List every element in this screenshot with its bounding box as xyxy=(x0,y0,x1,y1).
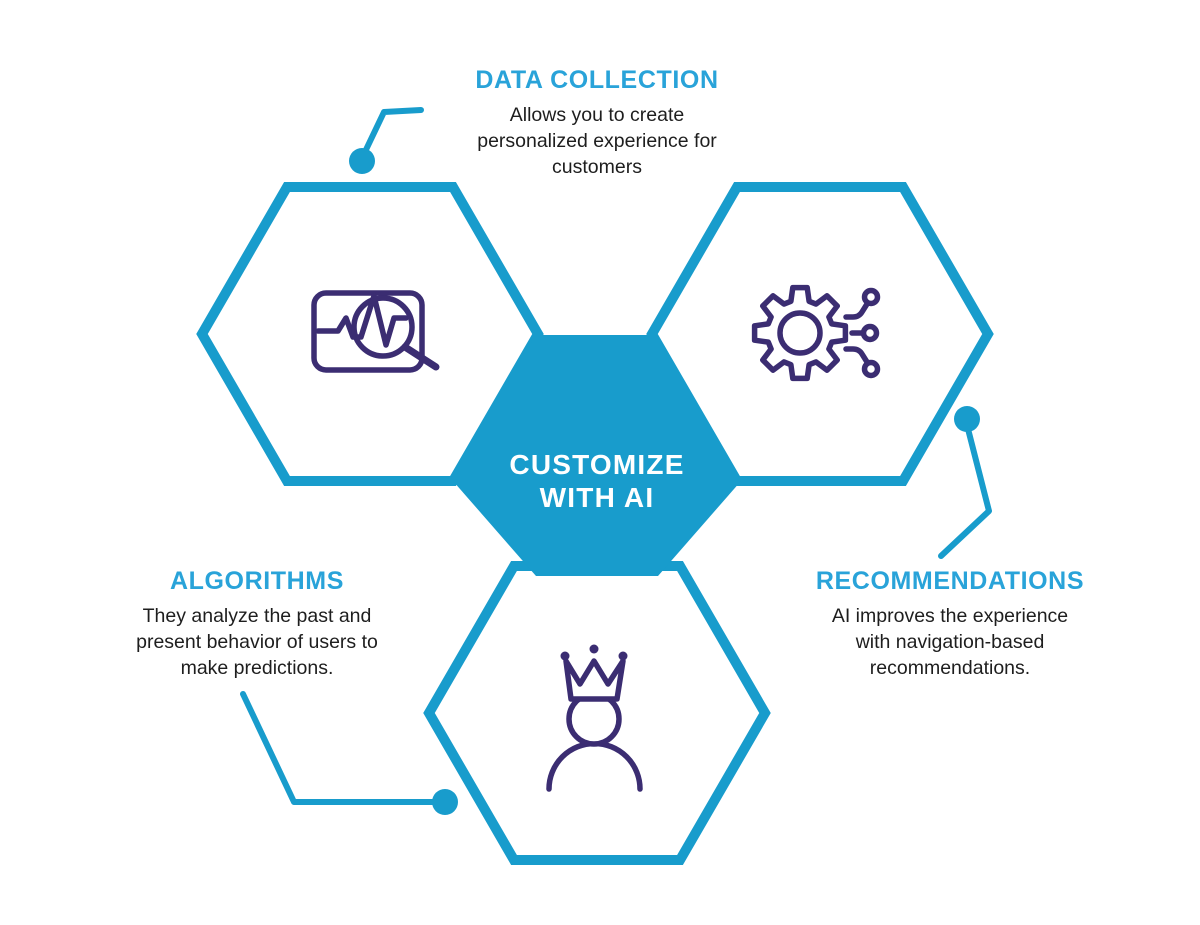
algorithms-heading: ALGORITHMS xyxy=(169,567,345,595)
description-line: present behavior of users to xyxy=(136,631,378,653)
section-algorithms: ALGORITHMS They analyze the past and pre… xyxy=(77,567,437,681)
hexagon-algorithms xyxy=(423,561,771,865)
description-line: Allows you to create xyxy=(509,104,685,126)
center-hexagon xyxy=(453,335,741,576)
data-collection-heading: DATA COLLECTION xyxy=(475,66,719,94)
algorithms-description: They analyze the past and present behavi… xyxy=(77,603,437,681)
description-line: make predictions. xyxy=(180,657,334,679)
center-title-line: WITH AI xyxy=(539,482,655,513)
connector-dot xyxy=(349,148,375,174)
hexagon-data-collection xyxy=(196,182,544,486)
connector-dot xyxy=(432,789,458,815)
connector-dot xyxy=(954,406,980,432)
description-line: personalized experience for xyxy=(477,130,717,152)
recommendations-heading: RECOMMENDATIONS xyxy=(815,567,1085,595)
description-line: AI improves the experience xyxy=(831,605,1069,627)
analytics-pulse-magnifier-icon xyxy=(311,290,440,373)
description-line: customers xyxy=(552,156,642,178)
recommendations-description: AI improves the experience with navigati… xyxy=(768,603,1132,681)
section-recommendations: RECOMMENDATIONS AI improves the experien… xyxy=(768,567,1132,681)
gear-circuit-icon xyxy=(751,284,881,382)
description-line: recommendations. xyxy=(869,657,1031,679)
center-title-line: CUSTOMIZE xyxy=(509,449,685,480)
connector-data-collection xyxy=(349,107,424,174)
center-title: CUSTOMIZE WITH AI xyxy=(447,448,747,514)
connector-recommendations xyxy=(938,406,992,559)
description-line: They analyze the past and xyxy=(142,605,372,627)
description-line: with navigation-based xyxy=(855,631,1045,653)
connector-algorithms xyxy=(240,691,458,815)
section-data-collection: DATA COLLECTION Allows you to create per… xyxy=(397,66,797,180)
crowned-person-icon xyxy=(546,644,643,792)
data-collection-description: Allows you to create personalized experi… xyxy=(397,102,797,180)
